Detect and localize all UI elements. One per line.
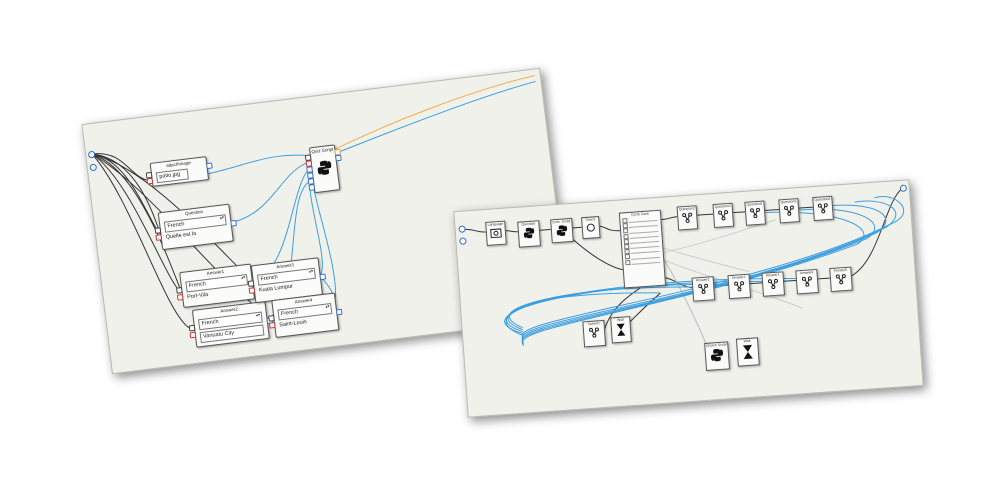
- network-icon: [734, 281, 745, 292]
- box-label: Question4: [746, 201, 763, 207]
- network-icon: [750, 207, 760, 219]
- output-port[interactable]: [206, 162, 213, 170]
- wait-box-2[interactable]: Wait: [735, 337, 760, 367]
- box-label: Wait: [616, 317, 624, 323]
- box-label: Answer2: [731, 274, 746, 280]
- output-port[interactable]: [230, 219, 237, 227]
- network-box-4[interactable]: Question5: [778, 198, 800, 224]
- list-item[interactable]: [631, 257, 661, 265]
- input-port[interactable]: [247, 280, 255, 287]
- answer-box-3[interactable]: Answer3: [761, 271, 786, 297]
- network-icon: [801, 276, 812, 287]
- python-icon: [317, 160, 332, 175]
- input-port[interactable]: [176, 287, 183, 294]
- answer-box-5[interactable]: Answer5: [829, 266, 853, 293]
- answer4-node[interactable]: Answer4 French Saint-Louis: [268, 292, 343, 338]
- network-icon: [835, 274, 846, 285]
- output-port[interactable]: [335, 154, 342, 162]
- network-icon: [682, 212, 693, 223]
- network-icon: [718, 210, 729, 221]
- box-label: Choice Script: [705, 342, 727, 348]
- network-icon: [817, 203, 828, 214]
- node-title: Quiz Script: [311, 146, 334, 155]
- output-port[interactable]: [335, 308, 343, 316]
- list-items: [620, 215, 663, 265]
- answer-box-4[interactable]: Answer4: [795, 268, 819, 295]
- cycle-list-box[interactable]: Cycle Case: [618, 209, 667, 289]
- input-port[interactable]: [268, 315, 275, 322]
- input-port-red[interactable]: [155, 234, 163, 241]
- wait-box-1[interactable]: Wait: [610, 316, 632, 344]
- python-icon: [556, 225, 568, 236]
- loop-icon: [586, 223, 595, 232]
- network-icon: [767, 278, 778, 290]
- python-script-node[interactable]: Quiz Script: [304, 144, 342, 194]
- python-box-1[interactable]: Question: [517, 220, 541, 248]
- network-box-5[interactable]: Question6: [812, 195, 834, 222]
- input-port-red[interactable]: [189, 331, 197, 339]
- box-label: Answer1: [695, 277, 710, 283]
- speech-box[interactable]: Speech: [582, 319, 607, 348]
- box-label: Question3: [714, 203, 731, 209]
- network-box-2[interactable]: Question3: [712, 202, 735, 229]
- input-port[interactable]: [188, 324, 196, 332]
- input-port-red[interactable]: [146, 177, 154, 185]
- input-port-red[interactable]: [176, 293, 184, 301]
- input-port[interactable]: [154, 227, 162, 234]
- network-icon: [588, 327, 599, 338]
- hourglass-icon: [616, 323, 626, 337]
- network-icon: [698, 283, 709, 294]
- language-box[interactable]: Language: [485, 220, 507, 246]
- answer-box-1[interactable]: Answer1: [691, 276, 716, 302]
- python-box-2[interactable]: Cont. Script: [550, 217, 574, 244]
- box-label: Speech: [587, 321, 600, 327]
- output-port[interactable]: [319, 273, 327, 281]
- box-label: Answer4: [799, 270, 814, 276]
- python-icon: [523, 227, 535, 239]
- python-icon: [711, 349, 724, 362]
- box-label: Question2: [678, 206, 695, 212]
- box-label: Question6: [814, 196, 831, 202]
- network-box-1[interactable]: Question2: [676, 205, 699, 231]
- choice-script-box[interactable]: Choice Script: [704, 341, 731, 371]
- box-label: Answer5: [833, 267, 848, 273]
- dialog-icon: [490, 228, 502, 239]
- box-label: Answer3: [765, 272, 780, 278]
- input-port-blue[interactable]: [308, 184, 316, 191]
- box-label: Language: [487, 221, 504, 227]
- input-port-red[interactable]: [268, 321, 276, 329]
- box-label: Cont. Script: [552, 219, 571, 225]
- attach-image-field[interactable]: patio.jpg: [155, 168, 189, 184]
- input-port-red[interactable]: [248, 287, 256, 294]
- box-label: Timer1: [584, 217, 596, 223]
- left-graph-panel[interactable]: attachImage patio.jpg Question French Qu…: [81, 67, 571, 375]
- network-box-3[interactable]: Question4: [744, 200, 767, 226]
- box-label: Question5: [780, 199, 797, 205]
- timer-box[interactable]: Timer1: [581, 216, 601, 240]
- hourglass-icon: [742, 344, 753, 360]
- box-label: Question: [521, 221, 536, 227]
- network-icon: [783, 205, 794, 216]
- box-label: Wait: [743, 338, 751, 344]
- right-graph-panel[interactable]: Language Question Cont. Script Timer1 Cy…: [453, 179, 924, 418]
- answer-box-2[interactable]: Answer2: [727, 273, 752, 300]
